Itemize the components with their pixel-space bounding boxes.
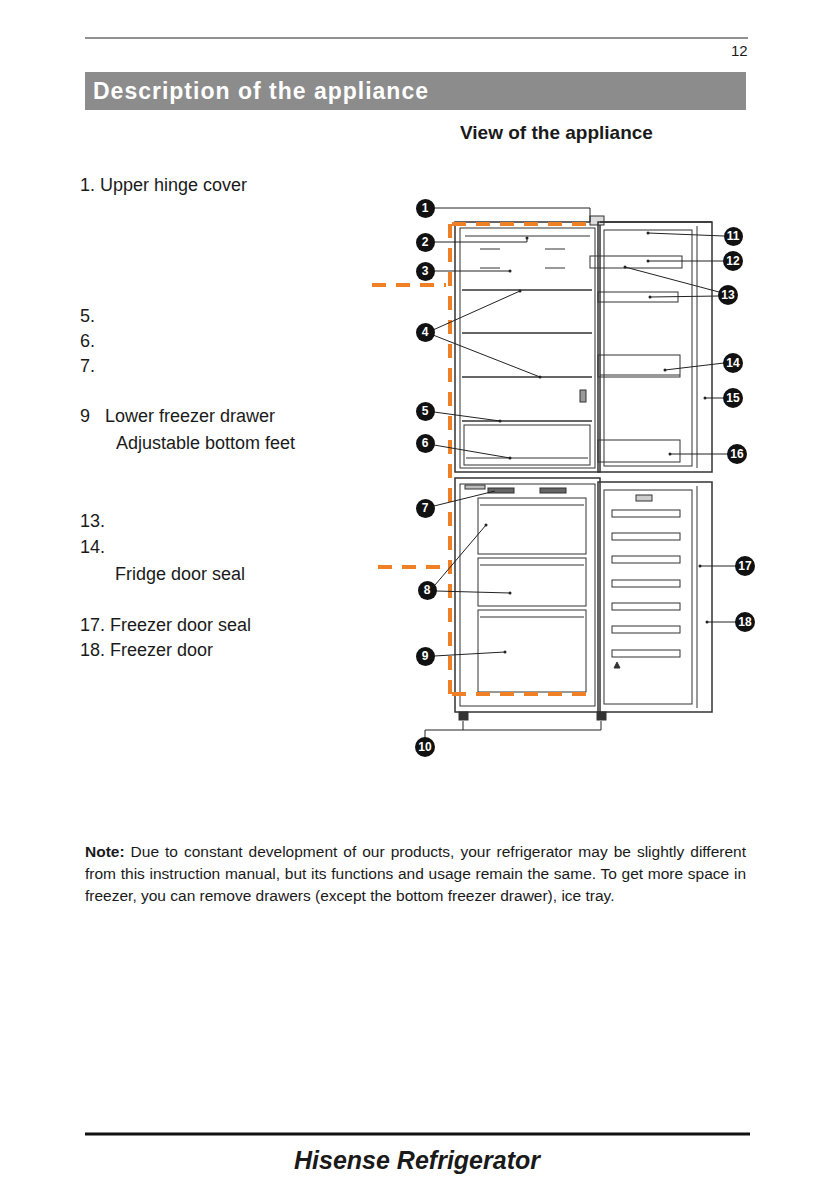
callout-number: 2 [416, 233, 435, 252]
part-name: 6. [80, 331, 95, 352]
callout-label: 11 [727, 230, 740, 242]
callout-number: 10 [415, 737, 435, 757]
title-band: Description of the appliance [85, 72, 746, 110]
view-heading: View of the appliance [460, 122, 653, 144]
callout-number: 16 [727, 444, 747, 464]
callout-number: 1 [416, 199, 435, 218]
part-name: 13. [80, 511, 105, 532]
callout-number: 5 [416, 402, 435, 421]
callout-label: 14 [726, 357, 739, 369]
part-name: 9 [80, 406, 90, 427]
callout-label: 8 [424, 584, 431, 596]
callout-label: 2 [422, 236, 429, 248]
page-number: 12 [731, 42, 748, 59]
note-paragraph: Note: Due to constant development of our… [85, 841, 746, 907]
callout-label: 1 [422, 202, 429, 214]
word-gap [125, 843, 131, 860]
callout-number: 12 [723, 251, 743, 271]
callout-label: 7 [422, 502, 429, 514]
callout-label: 15 [726, 392, 739, 404]
part-name: 7. [80, 356, 95, 377]
callout-label: 10 [418, 741, 431, 753]
part-name: Lower freezer drawer [105, 406, 275, 427]
callout-label: 17 [738, 560, 751, 572]
part-name: 17. Freezer door seal [80, 615, 251, 636]
callout-number: 6 [416, 434, 435, 453]
callout-number: 13 [718, 285, 738, 305]
callout-label: 5 [422, 405, 429, 417]
callout-number: 14 [723, 353, 743, 373]
callout-number: 18 [735, 612, 755, 632]
callout-label: 13 [721, 289, 734, 301]
part-name: Adjustable bottom feet [116, 433, 295, 454]
section-title: Description of the appliance [93, 78, 429, 105]
callout-label: 4 [422, 326, 429, 338]
callout-label: 18 [738, 616, 751, 628]
part-name: 14. [80, 537, 105, 558]
callout-number: 17 [735, 556, 755, 576]
callout-number: 7 [416, 499, 435, 518]
callout-number: 11 [724, 227, 743, 246]
note-heading: Note: [85, 843, 125, 860]
part-name: Fridge door seal [115, 564, 245, 585]
callout-label: 6 [422, 437, 429, 449]
callout-number: 8 [418, 581, 437, 600]
callout-number: 9 [416, 647, 435, 666]
part-name: 5. [80, 306, 95, 327]
note-text: Due to constant development of our produ… [85, 843, 746, 904]
part-name: 18. Freezer door [80, 640, 213, 661]
callout-number: 4 [416, 323, 435, 342]
footer-brand: Hisense Refrigerator [294, 1146, 540, 1175]
callout-label: 12 [726, 255, 739, 267]
callout-label: 3 [422, 265, 429, 277]
callout-number: 3 [416, 262, 435, 281]
callout-number: 15 [723, 388, 743, 408]
callout-label: 9 [422, 650, 429, 662]
part-name: 1. Upper hinge cover [80, 175, 247, 196]
callout-label: 16 [730, 448, 743, 460]
